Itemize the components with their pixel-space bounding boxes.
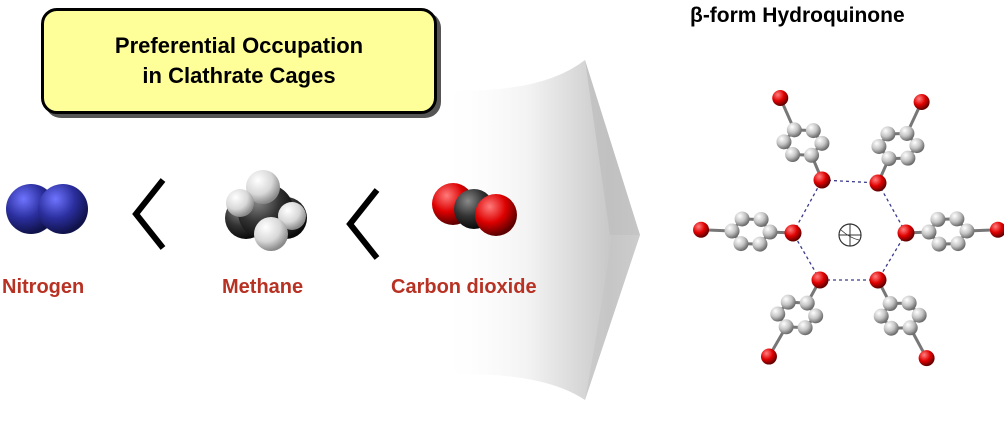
oxygen-atom bbox=[913, 93, 930, 110]
carbon-atom bbox=[871, 138, 887, 154]
oxygen-atom bbox=[989, 221, 1004, 238]
carbon-atom bbox=[921, 224, 937, 240]
oxygen-atom bbox=[772, 90, 789, 107]
carbon-atom bbox=[799, 295, 815, 311]
carbon-atom bbox=[883, 320, 899, 336]
carbon-atom bbox=[808, 308, 824, 324]
oxygen-atom bbox=[869, 174, 887, 192]
carbon-atom bbox=[733, 236, 749, 252]
carbon-atom bbox=[911, 307, 927, 323]
title-box: Preferential Occupation in Clathrate Cag… bbox=[41, 8, 437, 114]
carbon-atom bbox=[785, 147, 801, 163]
carbon-atom bbox=[776, 134, 792, 150]
carbon-dioxide-label: Carbon dioxide bbox=[391, 276, 537, 298]
cage-hydrogen-bonds bbox=[792, 179, 907, 281]
hydrogen-bond bbox=[877, 182, 907, 234]
carbon-atom bbox=[873, 308, 889, 324]
oxygen-atom bbox=[693, 221, 710, 238]
nitrogen-molecule-icon bbox=[6, 184, 88, 234]
carbon-atom bbox=[900, 150, 916, 166]
oxygen-atom bbox=[897, 224, 915, 242]
carbon-atom bbox=[770, 306, 786, 322]
carbon-atom bbox=[882, 296, 898, 312]
carbon-atom bbox=[786, 122, 802, 138]
oxygen-atom bbox=[918, 350, 935, 367]
carbon-atom bbox=[950, 236, 966, 252]
title-line-2: in Clathrate Cages bbox=[142, 63, 336, 88]
carbon-atom bbox=[880, 126, 896, 142]
carbon-atom bbox=[804, 147, 820, 163]
carbon-atom bbox=[752, 236, 768, 252]
carbon-atom bbox=[778, 319, 794, 335]
methane-molecule-icon bbox=[225, 170, 307, 251]
carbon-atom bbox=[805, 123, 821, 139]
hydrogen-bond bbox=[792, 179, 823, 234]
oxygen-atom bbox=[784, 224, 802, 242]
less-than-symbol-icon bbox=[132, 178, 166, 250]
guest-site-icon bbox=[838, 223, 862, 247]
carbon-atom bbox=[762, 224, 778, 240]
carbon-atom bbox=[901, 295, 917, 311]
less-than-symbol-icon bbox=[346, 188, 380, 260]
carbon-atom bbox=[797, 320, 813, 336]
title-line-1: Preferential Occupation bbox=[114, 33, 364, 58]
carbon-atom bbox=[899, 125, 915, 141]
oxygen-atom bbox=[811, 271, 829, 289]
carbon-atom bbox=[902, 320, 918, 336]
carbon-atom bbox=[909, 138, 925, 154]
carbon-atom bbox=[959, 223, 975, 239]
oxygen-atom bbox=[760, 348, 777, 365]
oxygen-atom bbox=[813, 171, 831, 189]
structure-title: β-form Hydroquinone bbox=[690, 4, 905, 27]
carbon-atom bbox=[734, 211, 750, 227]
carbon-atom bbox=[949, 211, 965, 227]
carbon-atom bbox=[814, 135, 830, 151]
carbon-atom bbox=[931, 236, 947, 252]
carbon-atom bbox=[780, 294, 796, 310]
hydroquinone-rings bbox=[693, 90, 1004, 367]
carbon-atom bbox=[753, 211, 769, 227]
carbon-dioxide-molecule-icon bbox=[432, 183, 517, 236]
carbon-atom bbox=[724, 223, 740, 239]
carbon-atom bbox=[930, 211, 946, 227]
carbon-atom bbox=[881, 151, 897, 167]
nitrogen-label: Nitrogen bbox=[2, 276, 85, 298]
methane-label: Methane bbox=[222, 276, 304, 298]
oxygen-atom bbox=[869, 271, 887, 289]
